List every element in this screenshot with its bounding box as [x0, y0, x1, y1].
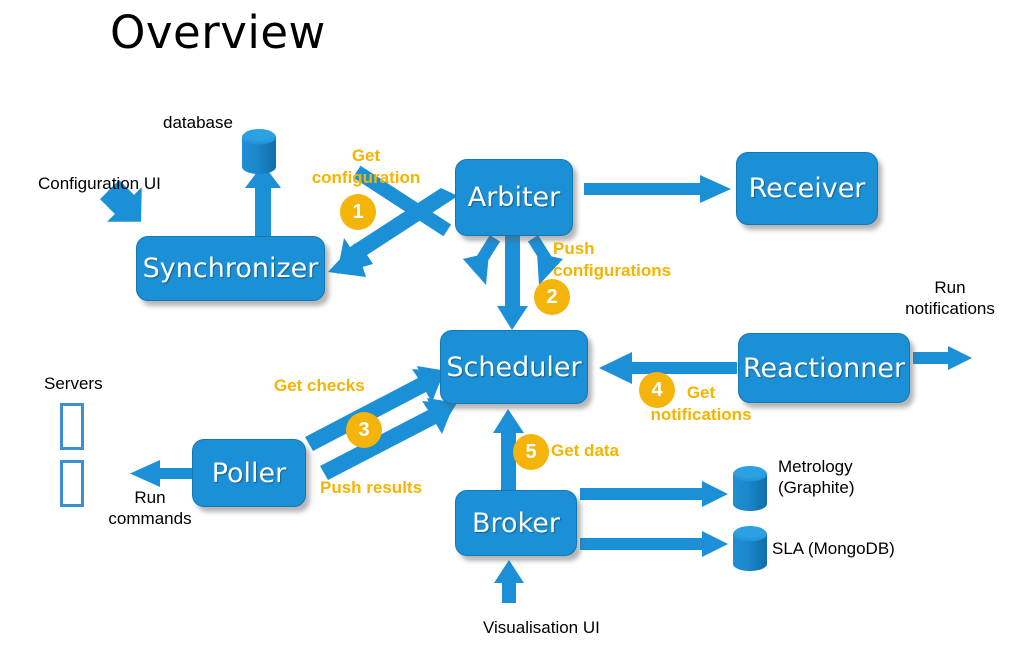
arrow-broker-to-sla: [580, 531, 728, 557]
label-metrology-line1: Metrology: [778, 457, 853, 476]
node-receiver[interactable]: Receiver: [736, 152, 878, 225]
arrow-broker-to-scheduler: [493, 409, 524, 491]
label-run-commands: Run commands: [80, 487, 220, 530]
arrow-reactionner-to-scheduler: [599, 352, 737, 384]
arrow-poller-to-servers: [130, 460, 197, 487]
step-label-get-data: Get data: [551, 441, 620, 460]
step-label-get-notifications-line2: notifications: [650, 405, 752, 425]
arrow-arbiter-to-receiver: [584, 175, 731, 203]
step-label-push-configurations: Push configurations: [553, 238, 671, 282]
step-label-push-results: Push results: [320, 478, 423, 497]
arrow-visualisation-ui-to-broker: [494, 560, 524, 603]
step-label-get-configuration: Get configuration: [286, 145, 446, 189]
node-scheduler[interactable]: Scheduler: [440, 330, 588, 404]
metrology-cylinder-icon: [733, 466, 767, 511]
arrow-poller-push-results: [320, 398, 457, 480]
step-label-get-notifications: Get notifications: [636, 382, 766, 426]
arrow-arbiter-to-scheduler: [497, 236, 528, 330]
arrow-synchronizer-to-database: [245, 164, 281, 240]
label-visualisation-ui: Visualisation UI: [483, 618, 600, 637]
label-run-commands-line2: commands: [108, 509, 192, 529]
step-label-get-notifications-line1: Get: [686, 383, 716, 402]
label-servers: Servers: [44, 374, 103, 393]
step-label-push-configurations-line1: Push: [553, 239, 595, 258]
label-run-notifications-line2: notifications: [905, 299, 995, 319]
server-box-2: [60, 460, 84, 507]
step-label-get-checks: Get checks: [274, 376, 365, 395]
label-run-notifications: Run notifications: [890, 277, 1010, 320]
arrow-configuration-ui-to-synchronizer: [100, 180, 142, 222]
node-arbiter[interactable]: Arbiter: [455, 159, 573, 236]
node-synchronizer-label: Synchronizer: [142, 253, 319, 284]
node-broker[interactable]: Broker: [455, 490, 577, 556]
step-label-push-configurations-line2: configurations: [553, 261, 672, 281]
badge-step-2: 2: [534, 279, 570, 315]
step-label-get-configuration-line1: Get: [351, 146, 381, 165]
page-title: Overview: [110, 6, 326, 59]
label-metrology-line2: (Graphite): [778, 478, 855, 498]
arrow-arbiter-fanout-left: [463, 235, 501, 285]
sla-cylinder-icon: [733, 526, 767, 571]
node-scheduler-label: Scheduler: [446, 351, 582, 383]
arrow-poller-get-checks: [305, 366, 447, 451]
database-cylinder-icon: [242, 129, 276, 174]
label-run-notifications-line1: Run: [934, 278, 966, 297]
node-arbiter-label: Arbiter: [467, 182, 561, 213]
node-reactionner-label: Reactionner: [742, 352, 906, 384]
arrow-broker-to-metrology: [580, 481, 728, 507]
badge-step-5: 5: [513, 434, 549, 470]
label-sla: SLA (MongoDB): [772, 539, 895, 558]
node-poller[interactable]: Poller: [192, 439, 306, 507]
node-reactionner[interactable]: Reactionner: [738, 333, 910, 403]
label-configuration-ui: Configuration UI: [38, 174, 161, 193]
badge-step-3: 3: [346, 412, 382, 448]
node-synchronizer[interactable]: Synchronizer: [136, 236, 325, 301]
server-box-1: [60, 403, 84, 450]
step-label-get-configuration-line2: configuration: [311, 168, 421, 188]
arrow-arbiter-fanout-right: [527, 235, 563, 285]
badge-step-4: 4: [639, 372, 675, 408]
node-broker-label: Broker: [472, 507, 560, 539]
badge-step-1: 1: [340, 194, 376, 230]
node-receiver-label: Receiver: [748, 173, 866, 204]
node-poller-label: Poller: [211, 457, 287, 489]
label-database: database: [163, 113, 233, 132]
arrow-reactionner-run-notifications: [913, 346, 972, 370]
arrow-arbiter-to-synchronizer: [328, 165, 458, 277]
label-run-commands-line1: Run: [134, 488, 166, 507]
label-metrology: Metrology (Graphite): [778, 456, 855, 499]
